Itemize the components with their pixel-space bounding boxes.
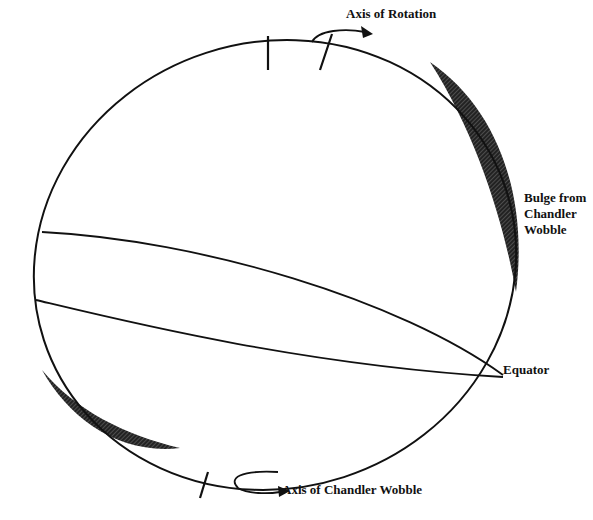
rotation-axis-tick (267, 36, 269, 70)
equator-label: Equator (503, 362, 583, 378)
arrow-head (361, 26, 373, 38)
axis-label: Axis of Rotation (346, 6, 506, 22)
wobble-arrow (235, 472, 280, 494)
rotation-arrow (312, 30, 365, 42)
wobble-axis-tick (200, 472, 208, 498)
equator-front (36, 300, 503, 377)
equator-back (42, 232, 503, 375)
bulge-label: Bulge from Chandler Wobble (524, 190, 588, 238)
wobble-axis-tick (320, 34, 332, 70)
axis-label: Axis of Chandler Wobble (282, 482, 432, 498)
earth-outline (0, 0, 575, 520)
